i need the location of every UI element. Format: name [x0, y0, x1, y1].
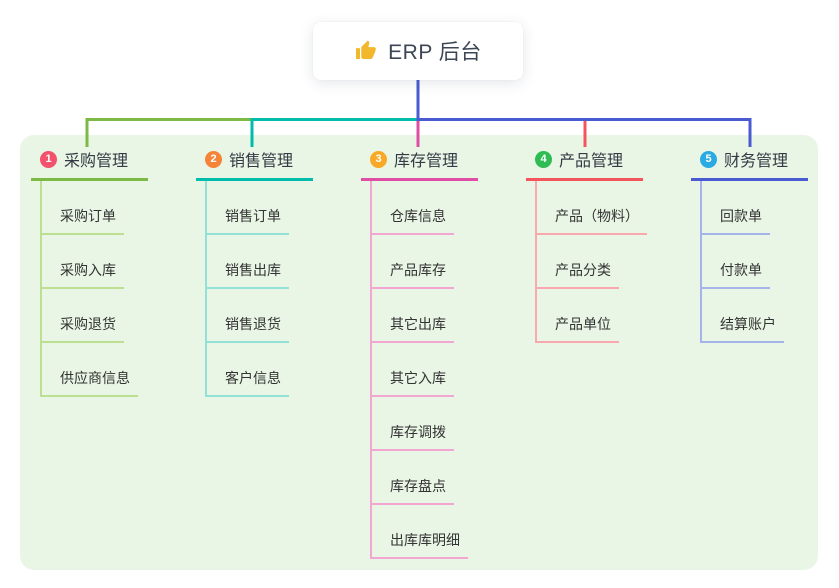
child-label: 客户信息 [207, 368, 289, 397]
child-label: 供应商信息 [42, 368, 138, 397]
child-node[interactable]: 销售退货 [207, 289, 313, 343]
child-node[interactable]: 回款单 [702, 181, 808, 235]
child-node[interactable]: 库存调拨 [372, 397, 478, 451]
branch-sales-children: 销售订单 销售出库 销售退货 客户信息 [205, 181, 313, 397]
branch-title: 财务管理 [724, 153, 789, 170]
branch-title: 库存管理 [394, 153, 459, 170]
child-label: 销售订单 [207, 206, 289, 235]
child-node[interactable]: 付款单 [702, 235, 808, 289]
branch-purchase: 1 采购管理 采购订单 采购入库 采购退货 供应商信息 [31, 147, 148, 397]
child-node[interactable]: 采购订单 [42, 181, 148, 235]
branch-background-panel [20, 135, 818, 570]
branch-sales-topic[interactable]: 2 销售管理 [196, 147, 313, 181]
child-label: 库存调拨 [372, 422, 454, 451]
child-label: 回款单 [702, 206, 770, 235]
root-title: ERP 后台 [388, 41, 482, 64]
child-label: 采购入库 [42, 260, 124, 289]
child-label: 其它出库 [372, 314, 454, 343]
root-node-erp[interactable]: ERP 后台 [313, 22, 523, 80]
child-node[interactable]: 产品库存 [372, 235, 478, 289]
child-node[interactable]: 供应商信息 [42, 343, 148, 397]
number-badge-5: 5 [700, 150, 717, 168]
child-node[interactable]: 销售订单 [207, 181, 313, 235]
branch-finance-topic[interactable]: 5 财务管理 [691, 147, 808, 181]
branch-inventory-topic[interactable]: 3 库存管理 [361, 147, 478, 181]
branch-sales: 2 销售管理 销售订单 销售出库 销售退货 客户信息 [196, 147, 313, 397]
child-node[interactable]: 结算账户 [702, 289, 808, 343]
branch-purchase-topic[interactable]: 1 采购管理 [31, 147, 148, 181]
branch-purchase-children: 采购订单 采购入库 采购退货 供应商信息 [40, 181, 148, 397]
branch-finance-children: 回款单 付款单 结算账户 [700, 181, 808, 343]
child-label: 采购退货 [42, 314, 124, 343]
child-node[interactable]: 采购退货 [42, 289, 148, 343]
child-label: 仓库信息 [372, 206, 454, 235]
child-label: 付款单 [702, 260, 770, 289]
number-badge-4: 4 [535, 150, 552, 168]
child-node[interactable]: 库存盘点 [372, 451, 478, 505]
branch-finance: 5 财务管理 回款单 付款单 结算账户 [691, 147, 808, 343]
child-label: 结算账户 [702, 314, 784, 343]
number-badge-3: 3 [370, 150, 387, 168]
child-label: 产品单位 [537, 314, 619, 343]
child-label: 产品（物料） [537, 206, 647, 235]
branch-title: 采购管理 [64, 153, 129, 170]
branch-inventory-children: 仓库信息 产品库存 其它出库 其它入库 库存调拨 库存盘点 出库库明细 [370, 181, 478, 559]
child-node[interactable]: 客户信息 [207, 343, 313, 397]
child-node[interactable]: 销售出库 [207, 235, 313, 289]
child-label: 销售出库 [207, 260, 289, 289]
number-badge-1: 1 [40, 150, 57, 168]
child-node[interactable]: 仓库信息 [372, 181, 478, 235]
child-label: 产品库存 [372, 260, 454, 289]
child-label: 库存盘点 [372, 476, 454, 505]
child-node[interactable]: 产品（物料） [537, 181, 647, 235]
child-label: 出库库明细 [372, 530, 468, 559]
child-node[interactable]: 产品分类 [537, 235, 647, 289]
branch-product-topic[interactable]: 4 产品管理 [526, 147, 643, 181]
child-node[interactable]: 采购入库 [42, 235, 148, 289]
child-label: 采购订单 [42, 206, 124, 235]
child-node[interactable]: 产品单位 [537, 289, 647, 343]
branch-product-children: 产品（物料） 产品分类 产品单位 [535, 181, 647, 343]
child-label: 销售退货 [207, 314, 289, 343]
child-label: 其它入库 [372, 368, 454, 397]
thumbs-up-icon [356, 40, 377, 59]
branch-title: 销售管理 [229, 153, 294, 170]
child-node[interactable]: 其它出库 [372, 289, 478, 343]
branch-product: 4 产品管理 产品（物料） 产品分类 产品单位 [526, 147, 647, 343]
branch-inventory: 3 库存管理 仓库信息 产品库存 其它出库 其它入库 库存调拨 库存盘点 出库库… [361, 147, 478, 559]
number-badge-2: 2 [205, 150, 222, 168]
child-node[interactable]: 出库库明细 [372, 505, 478, 559]
branch-title: 产品管理 [559, 153, 624, 170]
child-label: 产品分类 [537, 260, 619, 289]
child-node[interactable]: 其它入库 [372, 343, 478, 397]
